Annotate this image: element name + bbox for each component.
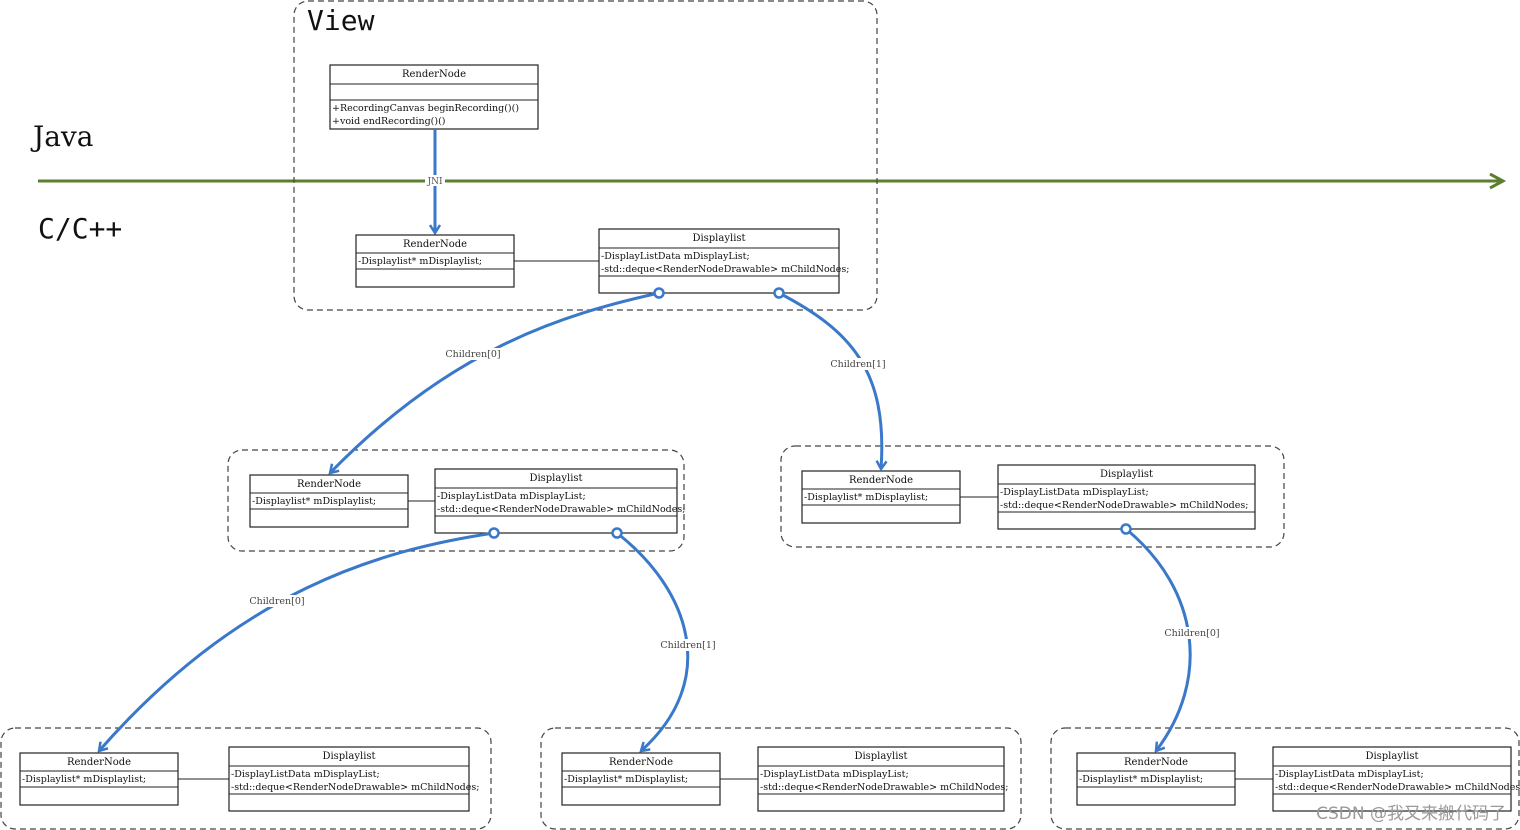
render-node-box [19,752,179,806]
render-node-class: RenderNode -Displaylist* mDisplaylist; [561,752,721,806]
child-edge [330,291,660,473]
displaylist-field: -DisplayListData mDisplayList; [437,491,586,502]
displaylist-field: -DisplayListData mDisplayList; [601,251,750,262]
edge-label-bg [242,595,312,607]
displaylist-field: -std::deque<RenderNodeDrawable> mChildNo… [437,504,685,515]
edge-label: Children[1] [660,640,715,651]
render-node-class: RenderNode -Displaylist* mDisplaylist; [249,474,409,528]
displaylist-box [757,746,1005,812]
java-render-node-class: RenderNode +RecordingCanvas beginRecordi… [329,64,539,130]
displaylist-class: Displaylist -DisplayListData mDisplayList… [997,464,1256,530]
render-node-class: RenderNode -Displaylist* mDisplaylist; [19,752,179,806]
displaylist-title: Displaylist [1365,751,1418,762]
edge-label: Children[0] [1164,628,1219,639]
group-container [540,727,1022,830]
java-render-node-method: +RecordingCanvas beginRecording()() [332,103,519,114]
displaylist-field: -DisplayListData mDisplayList; [1275,769,1424,780]
edge-label: Children[1] [830,359,885,370]
edge-label-bg [1157,627,1227,639]
render-node-field: -Displaylist* mDisplaylist; [252,496,376,507]
render-node-class: RenderNode -Displaylist* mDisplaylist; [801,470,961,524]
displaylist-class: Displaylist -DisplayListData mDisplayList… [598,228,849,294]
displaylist-box [997,464,1256,530]
render-node-field: -Displaylist* mDisplaylist; [358,256,482,267]
render-node-class: RenderNode -Displaylist* mDisplaylist; [355,234,515,288]
displaylist-title: Displaylist [322,751,375,762]
watermark: CSDN @我又来搬代码了 [1316,804,1506,824]
displaylist-field: -std::deque<RenderNodeDrawable> mChildNo… [760,782,1008,793]
displaylist-class: Displaylist -DisplayListData mDisplayList… [757,746,1008,812]
view-label: View [307,4,375,37]
render-node-box [355,234,515,288]
render-node-class: RenderNode -Displaylist* mDisplaylist; [1076,752,1236,806]
displaylist-title: Displaylist [854,751,907,762]
group-container [0,727,492,830]
render-node-title: RenderNode [297,479,361,490]
displaylist-field: -std::deque<RenderNodeDrawable> mChildNo… [1275,782,1520,793]
displaylist-field: -DisplayListData mDisplayList; [760,769,909,780]
displaylist-title: Displaylist [529,473,582,484]
displaylist-box [228,746,470,812]
displaylist-title: Displaylist [692,233,745,244]
render-node-field: -Displaylist* mDisplaylist; [804,492,928,503]
displaylist-box [598,228,840,294]
composition-circle [653,287,665,299]
displaylist-class: Displaylist -DisplayListData mDisplayList… [228,746,479,812]
java-render-node-method: +void endRecording()() [332,116,446,127]
java-render-node-title: RenderNode [402,69,466,80]
displaylist-box [1272,746,1512,812]
edge-label-bg [653,639,723,651]
group-container [227,449,685,552]
render-node-box [561,752,721,806]
group-container [780,445,1285,548]
composition-circle [773,287,785,299]
jni-label: JNI [426,177,442,187]
render-node-field: -Displaylist* mDisplaylist; [564,774,688,785]
displaylist-field: -DisplayListData mDisplayList; [1000,487,1149,498]
child-edge [1125,527,1192,751]
displaylist-field: -std::deque<RenderNodeDrawable> mChildNo… [231,782,479,793]
render-node-field: -Displaylist* mDisplaylist; [22,774,146,785]
render-node-title: RenderNode [403,239,467,250]
render-node-title: RenderNode [67,757,131,768]
java-label: Java [33,120,94,153]
displaylist-box [434,468,678,534]
composition-circle [1120,523,1132,535]
render-node-box [801,470,961,524]
displaylist-field: -std::deque<RenderNodeDrawable> mChildNo… [601,264,849,275]
render-node-field: -Displaylist* mDisplaylist; [1079,774,1203,785]
displaylist-title: Displaylist [1100,469,1153,480]
edge-label: Children[0] [249,596,304,607]
child-edge [778,291,882,469]
displaylist-field: -std::deque<RenderNodeDrawable> mChildNo… [1000,500,1248,511]
render-node-title: RenderNode [609,757,673,768]
render-node-box [1076,752,1236,806]
group-container [1050,727,1520,830]
edge-label-bg [823,358,893,370]
render-node-title: RenderNode [1124,757,1188,768]
edge-label-bg [438,348,508,360]
displaylist-field: -DisplayListData mDisplayList; [231,769,380,780]
render-node-title: RenderNode [849,475,913,486]
displaylist-class: Displaylist -DisplayListData mDisplayList… [434,468,685,534]
composition-circle [611,527,623,539]
render-node-box [249,474,409,528]
edge-label: Children[0] [445,349,500,360]
displaylist-class: Displaylist -DisplayListData mDisplayList… [1272,746,1520,812]
composition-circle [488,527,500,539]
child-edge [99,531,495,751]
cpp-label: C/C++ [38,212,123,245]
child-edge [616,531,690,751]
